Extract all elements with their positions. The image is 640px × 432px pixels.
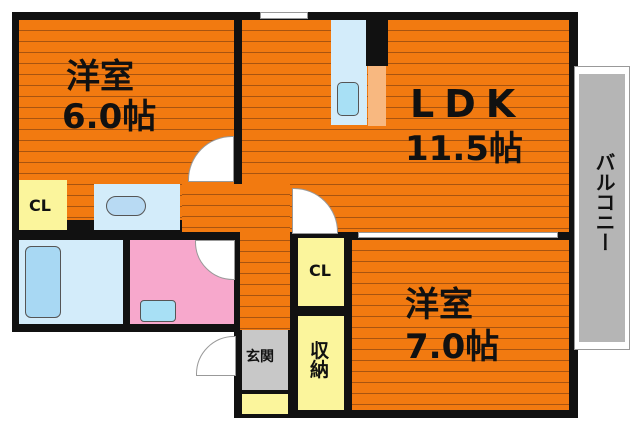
closet-1-label: CL bbox=[29, 196, 51, 215]
ldk-name: LDK bbox=[410, 82, 526, 126]
bathtub-icon bbox=[25, 246, 61, 318]
closet-2-label: CL bbox=[309, 261, 331, 280]
stove bbox=[368, 66, 386, 126]
hallway bbox=[182, 184, 290, 232]
western-room-6-name: 洋室 bbox=[66, 57, 134, 97]
window-top bbox=[260, 12, 308, 19]
sliding-door[interactable] bbox=[358, 232, 558, 238]
corridor bbox=[240, 230, 290, 330]
western-room-7-name: 洋室 bbox=[405, 285, 473, 325]
kitchen-pillar bbox=[366, 20, 388, 66]
sink bbox=[337, 82, 359, 116]
washbasin-icon bbox=[140, 300, 176, 322]
entrance-label: 玄関 bbox=[246, 349, 274, 365]
storage-label: 収納 bbox=[310, 340, 330, 381]
ldk-size: 11.5帖 bbox=[405, 129, 523, 169]
shoe-box bbox=[242, 394, 288, 414]
western-room-6-size: 6.0帖 bbox=[62, 97, 157, 137]
front-door[interactable] bbox=[196, 336, 236, 376]
western-room-7-size: 7.0帖 bbox=[405, 327, 500, 367]
storage bbox=[298, 316, 344, 410]
western-room-7 bbox=[352, 240, 569, 410]
balcony-label: バルコニー bbox=[592, 152, 616, 252]
balcony: バルコニー bbox=[574, 66, 630, 350]
entrance bbox=[242, 330, 288, 390]
door-hall[interactable] bbox=[188, 136, 234, 182]
toilet-icon bbox=[106, 196, 146, 216]
closet-2 bbox=[298, 238, 344, 306]
balcony-floor bbox=[579, 74, 625, 342]
closet-1 bbox=[19, 180, 67, 230]
